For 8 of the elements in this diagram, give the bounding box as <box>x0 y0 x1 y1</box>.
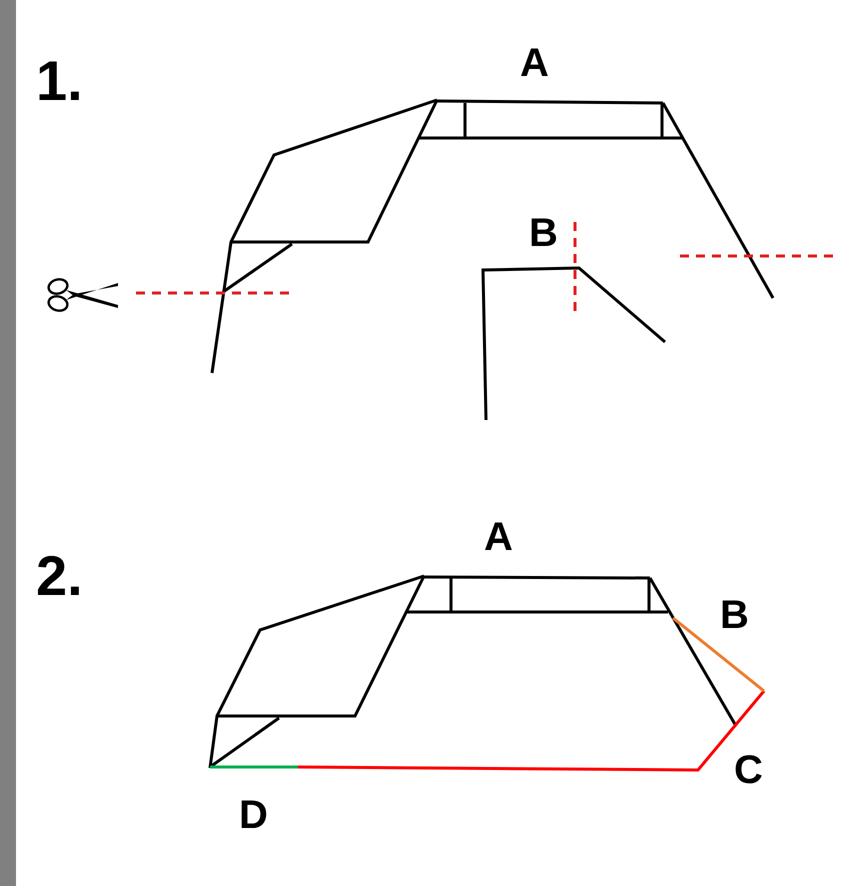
step-number: 2. <box>36 548 83 604</box>
part-label: B <box>529 213 558 253</box>
step-number: 1. <box>36 53 83 109</box>
part-label: B <box>720 595 749 635</box>
part-label: A <box>520 43 549 83</box>
part-label: C <box>734 750 763 790</box>
part-label: A <box>484 517 513 557</box>
part-label: D <box>239 795 268 835</box>
